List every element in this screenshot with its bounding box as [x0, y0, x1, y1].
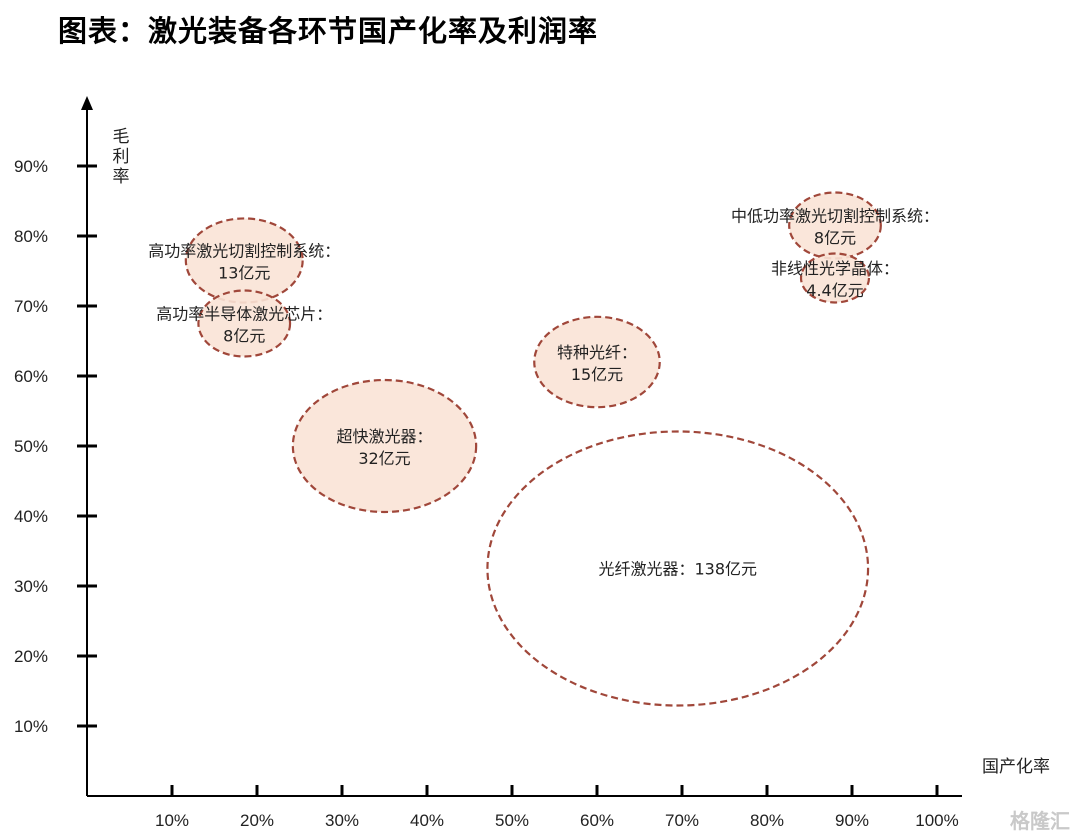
- bubble-value-2: 32亿元: [358, 449, 410, 468]
- y-tick-label-1: 20%: [14, 647, 48, 666]
- x-tick-label-0: 10%: [155, 811, 189, 830]
- x-tick-label-4: 50%: [495, 811, 529, 830]
- bubble-layer: [184, 191, 882, 707]
- bubble-label-6: 光纤激光器：138亿元: [598, 560, 757, 579]
- bubble-value-5: 4.4亿元: [806, 281, 863, 300]
- bubble-label-2: 超快激光器：: [336, 427, 432, 446]
- bubble-value-1: 8亿元: [223, 327, 265, 346]
- x-tick-label-8: 90%: [835, 811, 869, 830]
- bubble-4: [788, 191, 882, 260]
- bubble-2: [291, 378, 478, 514]
- bubble-5: [799, 252, 871, 304]
- y-axis-arrow: [81, 96, 93, 110]
- x-tick-label-2: 30%: [325, 811, 359, 830]
- y-axis-title-char-2: 率: [113, 167, 130, 187]
- bubble-value-4: 8亿元: [814, 229, 856, 248]
- bubble-label-1: 高功率半导体激光芯片：: [156, 305, 332, 324]
- y-axis-title-char-0: 毛: [113, 127, 130, 147]
- y-tick-label-7: 80%: [14, 227, 48, 246]
- bubble-value-0: 13亿元: [218, 264, 270, 283]
- x-tick-label-9: 100%: [915, 811, 958, 830]
- bubble-3: [533, 315, 661, 409]
- y-tick-label-3: 40%: [14, 507, 48, 526]
- bubble-label-3: 特种光纤：: [557, 343, 637, 362]
- axes-layer: 10% 20% 30% 40% 50% 60% 70% 80% 90% 100% 10% 20% 30%…: [14, 96, 1050, 830]
- bubble-label-5: 非线性光学晶体：: [771, 259, 899, 278]
- x-axis-title: 国产化率: [982, 757, 1050, 777]
- x-tick-label-5: 60%: [580, 811, 614, 830]
- y-tick-label-6: 70%: [14, 297, 48, 316]
- chart-title: 图表：激光装备各环节国产化率及利润率: [58, 14, 599, 48]
- x-tick-label-7: 80%: [750, 811, 784, 830]
- x-tick-label-3: 40%: [410, 811, 444, 830]
- watermark-logo: 格隆汇: [1010, 809, 1070, 833]
- bubble-1: [197, 289, 292, 358]
- bubble-label-4: 中低功率激光切割控制系统：: [731, 207, 939, 226]
- y-tick-label-5: 60%: [14, 367, 48, 386]
- x-tick-label-6: 70%: [665, 811, 699, 830]
- bubble-label-0: 高功率激光切割控制系统：: [148, 242, 340, 261]
- y-tick-label-0: 10%: [14, 717, 48, 736]
- bubble-value-3: 15亿元: [571, 365, 623, 384]
- bubble-6: [486, 430, 870, 707]
- bubble-0: [184, 217, 304, 304]
- y-tick-label-4: 50%: [14, 437, 48, 456]
- y-tick-label-8: 90%: [14, 157, 48, 176]
- y-tick-label-2: 30%: [14, 577, 48, 596]
- y-axis-title-char-1: 利: [113, 147, 130, 167]
- x-tick-label-1: 20%: [240, 811, 274, 830]
